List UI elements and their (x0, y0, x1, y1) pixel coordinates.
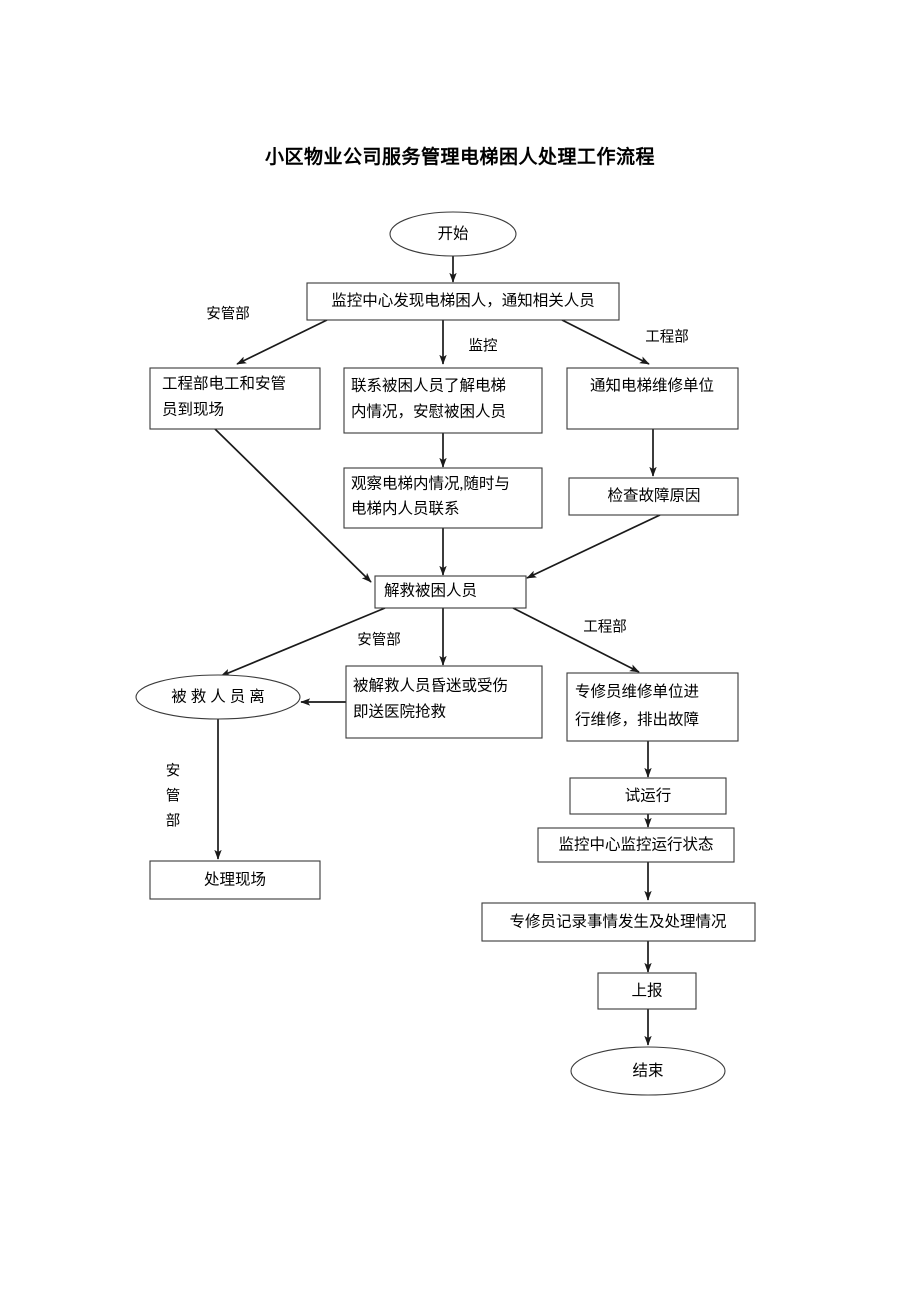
observe-label-line1: 观察电梯内情况,随时与 (351, 475, 510, 493)
node-monitor-run[interactable]: 监控中心监控运行状态 (537, 827, 735, 863)
hospital-box (345, 665, 543, 739)
end-label: 结束 (632, 1062, 663, 1080)
edge-label-gongcheng-top: 工程部 (645, 328, 689, 345)
end-ellipse (570, 1046, 726, 1096)
node-record[interactable]: 专修员记录事情发生及处理情况 (481, 902, 756, 942)
hospital-label-line1: 被解救人员昏迷或受伤 (353, 677, 508, 695)
edge-label-jiankong: 监控 (469, 337, 498, 354)
edge-rescue-to-repair (512, 607, 640, 673)
monitor-run-label: 监控中心监控运行状态 (558, 836, 713, 854)
record-box (481, 902, 756, 942)
node-observe[interactable]: 观察电梯内情况,随时与 电梯内人员联系 (343, 467, 543, 529)
monitor-label: 监控中心发现电梯困人，通知相关人员 (331, 292, 595, 310)
node-end[interactable]: 结束 (570, 1046, 726, 1096)
node-start[interactable]: 开始 (389, 211, 517, 257)
onsite-label-line2: 员到现场 (162, 401, 224, 419)
leave-ellipse (135, 674, 301, 720)
page-title: 小区物业公司服务管理电梯困人处理工作流程 (264, 147, 655, 168)
node-onsite[interactable]: 工程部电工和安管 员到现场 (149, 367, 321, 430)
node-contact[interactable]: 联系被困人员了解电梯 内情况，安慰被困人员 (343, 367, 543, 434)
onsite-label-line1: 工程部电工和安管 (162, 375, 286, 393)
repair-label-line1: 专修员维修单位进 (575, 683, 699, 701)
edge-onsite-to-rescue (214, 428, 372, 583)
node-leave[interactable]: 被救人员离 (135, 674, 301, 720)
repair-box (566, 672, 739, 742)
trial-run-label: 试运行 (625, 787, 672, 805)
leave-label: 被救人员离 (171, 688, 269, 706)
edge-label-gongcheng-mid: 工程部 (583, 618, 627, 635)
node-notify[interactable]: 通知电梯维修单位 (566, 367, 739, 430)
inspect-label: 检查故障原因 (607, 487, 700, 505)
rescue-box (374, 575, 527, 609)
node-handle-site[interactable]: 处理现场 (149, 860, 321, 900)
hospital-label-line2: 即送医院抢救 (353, 702, 446, 721)
contact-label-line2: 内情况，安慰被困人员 (351, 402, 506, 421)
start-ellipse (389, 211, 517, 257)
connector-layer (214, 256, 661, 1046)
report-label: 上报 (631, 982, 662, 1000)
edge-label-anguan-top: 安管部 (206, 305, 250, 322)
start-label: 开始 (437, 225, 469, 243)
monitor-run-box (537, 827, 735, 863)
contact-label-line1: 联系被困人员了解电梯 (351, 377, 506, 395)
contact-box (343, 367, 543, 434)
rescue-label: 解救被困人员 (384, 582, 477, 600)
onsite-box (149, 367, 321, 430)
observe-box (343, 467, 543, 529)
edge-label-anguan-vertical-char3: 部 (166, 812, 181, 829)
edge-label-anguan-mid: 安管部 (357, 631, 401, 648)
node-monitor-center[interactable]: 监控中心发现电梯困人，通知相关人员 (306, 282, 620, 321)
record-label: 专修员记录事情发生及处理情况 (509, 913, 726, 931)
edge-monitor-to-notify (561, 319, 650, 365)
notify-label: 通知电梯维修单位 (590, 377, 714, 395)
trial-run-box (569, 777, 727, 815)
node-report[interactable]: 上报 (597, 972, 697, 1010)
node-trial-run[interactable]: 试运行 (569, 777, 727, 815)
handle-site-box (149, 860, 321, 900)
node-inspect[interactable]: 检查故障原因 (568, 477, 739, 516)
edge-label-layer: 安管部 监控 工程部 安管部 工程部 安 管 部 (166, 305, 689, 829)
observe-label-line2: 电梯内人员联系 (351, 500, 460, 518)
repair-label-line2: 行维修，排出故障 (575, 711, 699, 729)
node-rescue[interactable]: 解救被困人员 (374, 575, 527, 609)
handle-site-label: 处理现场 (204, 871, 266, 889)
edge-monitor-to-onsite (236, 319, 328, 365)
edge-rescue-to-leave (220, 607, 386, 677)
node-repair[interactable]: 专修员维修单位进 行维修，排出故障 (566, 672, 739, 742)
edge-label-anguan-vertical-char2: 管 (166, 787, 181, 804)
notify-box (566, 367, 739, 430)
monitor-box (306, 282, 620, 321)
report-box (597, 972, 697, 1010)
node-hospital[interactable]: 被解救人员昏迷或受伤 即送医院抢救 (345, 665, 543, 739)
edge-label-anguan-vertical-char1: 安 (166, 762, 181, 779)
edge-inspect-to-rescue (526, 514, 661, 579)
inspect-box (568, 477, 739, 516)
